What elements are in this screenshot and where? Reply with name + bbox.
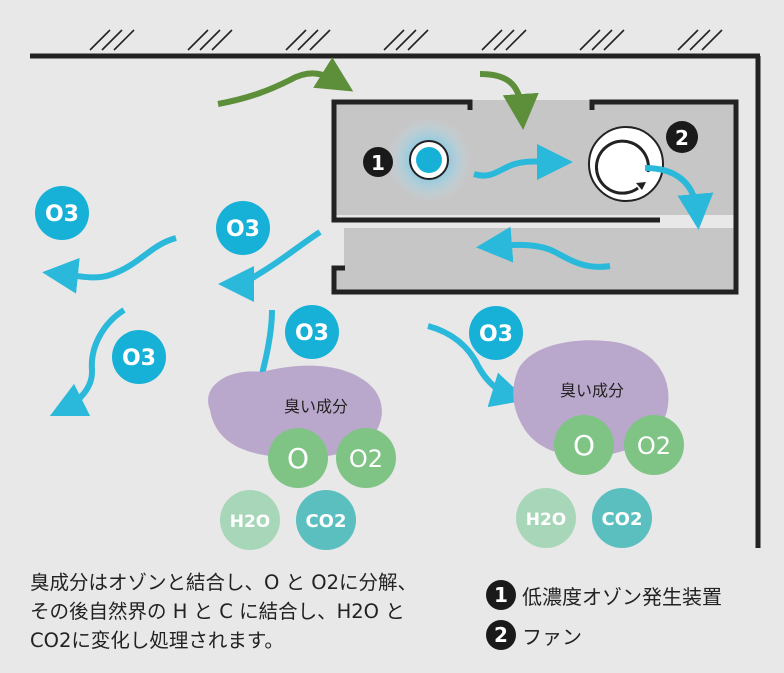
svg-text:O3: O3 <box>122 346 156 371</box>
oxygen-atom-label: O <box>287 442 309 475</box>
svg-text:2: 2 <box>675 126 689 150</box>
outflow-arrow-3 <box>49 307 126 417</box>
co2-label: CO2 <box>601 509 642 530</box>
badge-two: 2 <box>666 121 698 153</box>
ozone-bubble: O3 <box>469 306 523 360</box>
co2-label: CO2 <box>305 511 346 532</box>
odor-blob <box>208 365 382 458</box>
outflow-arrow-2 <box>42 235 177 294</box>
ozone-bubble: O3 <box>112 330 166 384</box>
flow-arrow-return <box>476 226 611 270</box>
odor-label: 臭い成分 <box>284 397 348 416</box>
legend-badge: 1 <box>486 580 516 610</box>
oxygen-label: O2 <box>349 445 383 473</box>
odor-cluster-left: 臭い成分 O O2 H2O CO2 <box>208 365 396 550</box>
legend-item-fan: 2 ファン <box>486 620 582 650</box>
odor-blob <box>513 340 669 457</box>
odor-cluster-right: 臭い成分 O O2 H2O CO2 <box>513 340 684 548</box>
svg-text:1: 1 <box>371 151 385 175</box>
ozone-bubble: O3 <box>35 186 89 240</box>
intake-arrow-left <box>217 57 354 107</box>
water-label: H2O <box>230 512 271 532</box>
legend-badge: 2 <box>486 620 516 650</box>
svg-text:O3: O3 <box>226 217 260 242</box>
odor-label: 臭い成分 <box>560 381 624 400</box>
legend-label: 低濃度オゾン発生装置 <box>522 584 722 609</box>
badge-one: 1 <box>363 147 393 177</box>
ceiling <box>30 29 760 59</box>
fan <box>588 126 664 202</box>
svg-text:O3: O3 <box>295 321 329 346</box>
legend-label: ファン <box>522 624 582 649</box>
svg-text:O3: O3 <box>45 202 79 227</box>
oxygen-label: O2 <box>637 432 671 460</box>
ozone-bubble: O3 <box>216 201 270 255</box>
outflow-arrow-1 <box>218 229 322 302</box>
oxygen-atom-label: O <box>573 429 595 462</box>
ozone-bubble: O3 <box>285 305 339 359</box>
legend-item-ozone-generator: 1 低濃度オゾン発生装置 <box>486 580 722 610</box>
svg-text:O3: O3 <box>479 322 513 347</box>
flow-arrow-generator-to-fan <box>473 143 573 180</box>
caption-text: 臭成分はオゾンと結合し、O と O2に分解、 その後自然界の H と C に結合… <box>30 571 418 652</box>
flow-arrow-fan-down <box>644 165 714 230</box>
water-label: H2O <box>526 510 567 530</box>
intake-arrow-right <box>479 71 539 130</box>
outflow-arrow-5 <box>427 323 528 408</box>
ozone-generator <box>387 118 471 202</box>
